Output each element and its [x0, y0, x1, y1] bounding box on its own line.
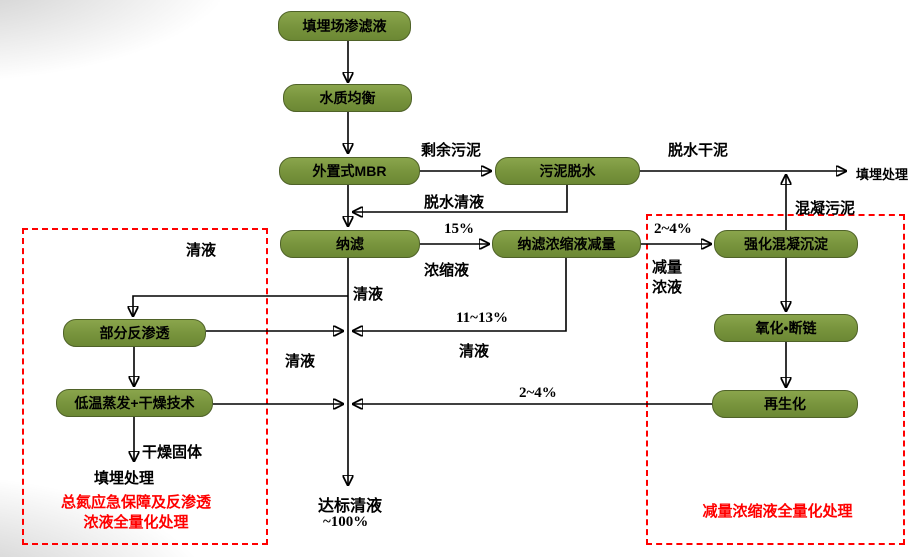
label-clear-liquid-left-top: 清液 [186, 242, 217, 259]
label-2-4-percent-top: 2~4% [654, 221, 692, 237]
node-regeneration: 再生化 [712, 390, 858, 418]
caption-left-line2: 浓液全量化处理 [83, 514, 189, 531]
label-coagulation-sludge: 混凝污泥 [795, 200, 856, 217]
label-15-percent: 15% [444, 221, 474, 237]
arrow-dewatering-clear-return [353, 185, 568, 212]
label-clear-liquid-main: 清液 [353, 286, 384, 303]
right-process-group-box [646, 214, 905, 545]
node-nanofiltration: 纳滤 [280, 230, 420, 258]
label-landfill-disposal-right: 填埋处理 [856, 167, 909, 182]
label-excess-sludge: 剩余污泥 [421, 142, 482, 159]
node-sludge-dewatering: 污泥脱水 [495, 157, 640, 185]
label-compliant-effluent: 达标清液 [318, 498, 383, 515]
label-100-percent: ~100% [323, 514, 369, 530]
arrow-reduction-clear-return [353, 258, 567, 331]
node-landfill-leachate: 填埋场渗滤液 [278, 11, 411, 41]
label-reduction-line1: 减量 [652, 259, 683, 276]
label-landfill-disposal-left: 填埋处理 [94, 470, 155, 487]
label-reduction-line2: 浓液 [652, 279, 683, 296]
node-enhanced-coagulation: 强化混凝沉淀 [714, 230, 858, 258]
label-dry-solid: 干燥固体 [142, 444, 203, 461]
label-concentrate: 浓缩液 [424, 262, 470, 279]
label-2-4-percent-bottom: 2~4% [519, 385, 557, 401]
label-dewatering-supernatant: 脱水清液 [424, 194, 485, 211]
label-11-13-percent: 11~13% [456, 310, 508, 326]
caption-right: 减量浓缩液全量化处理 [702, 503, 853, 520]
caption-left-line1: 总氮应急保障及反渗透 [60, 494, 211, 511]
label-dewatered-dry-sludge: 脱水干泥 [668, 142, 729, 159]
node-water-equalization: 水质均衡 [283, 84, 412, 112]
label-clear-liquid-left-mid: 清液 [285, 353, 316, 370]
node-partial-reverse-osmosis: 部分反渗透 [63, 319, 206, 347]
node-nf-concentrate-reduction: 纳滤浓缩液减量 [492, 230, 641, 258]
node-oxidation-chain-breaking: 氧化•断链 [714, 314, 858, 342]
arrow-clear-to-partial-ro [133, 295, 348, 316]
label-clear-liquid-mid-right: 清液 [459, 343, 490, 360]
node-low-temp-evaporation-drying: 低温蒸发+干燥技术 [56, 389, 213, 417]
left-process-group-box [22, 228, 268, 545]
node-external-mbr: 外置式MBR [279, 157, 420, 185]
